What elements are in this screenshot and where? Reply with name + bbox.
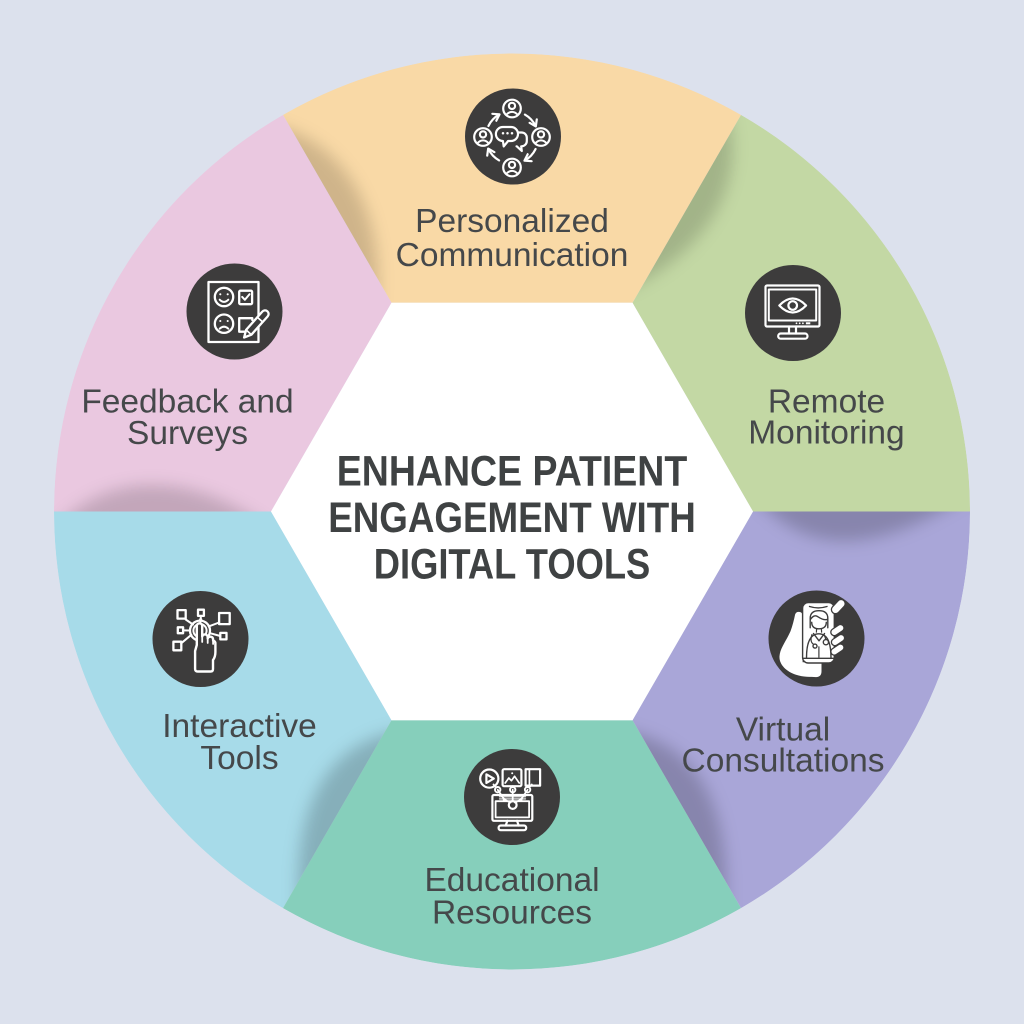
svg-text:Interactive: Interactive xyxy=(162,708,317,745)
svg-text:Communication: Communication xyxy=(396,237,629,274)
svg-text:Remote: Remote xyxy=(768,383,885,420)
svg-text:Surveys: Surveys xyxy=(127,415,248,452)
svg-text:Tools: Tools xyxy=(200,740,278,777)
svg-text:Monitoring: Monitoring xyxy=(748,415,904,452)
svg-text:Educational: Educational xyxy=(424,862,599,899)
svg-text:Virtual: Virtual xyxy=(736,712,830,749)
svg-text:DIGITAL TOOLS: DIGITAL TOOLS xyxy=(374,542,651,589)
svg-text:ENHANCE PATIENT: ENHANCE PATIENT xyxy=(337,449,688,496)
svg-text:Consultations: Consultations xyxy=(682,743,885,780)
svg-text:Feedback and: Feedback and xyxy=(81,383,293,420)
svg-text:Personalized: Personalized xyxy=(415,203,609,240)
svg-text:ENGAGEMENT WITH: ENGAGEMENT WITH xyxy=(328,495,696,542)
svg-text:Resources: Resources xyxy=(432,895,592,932)
